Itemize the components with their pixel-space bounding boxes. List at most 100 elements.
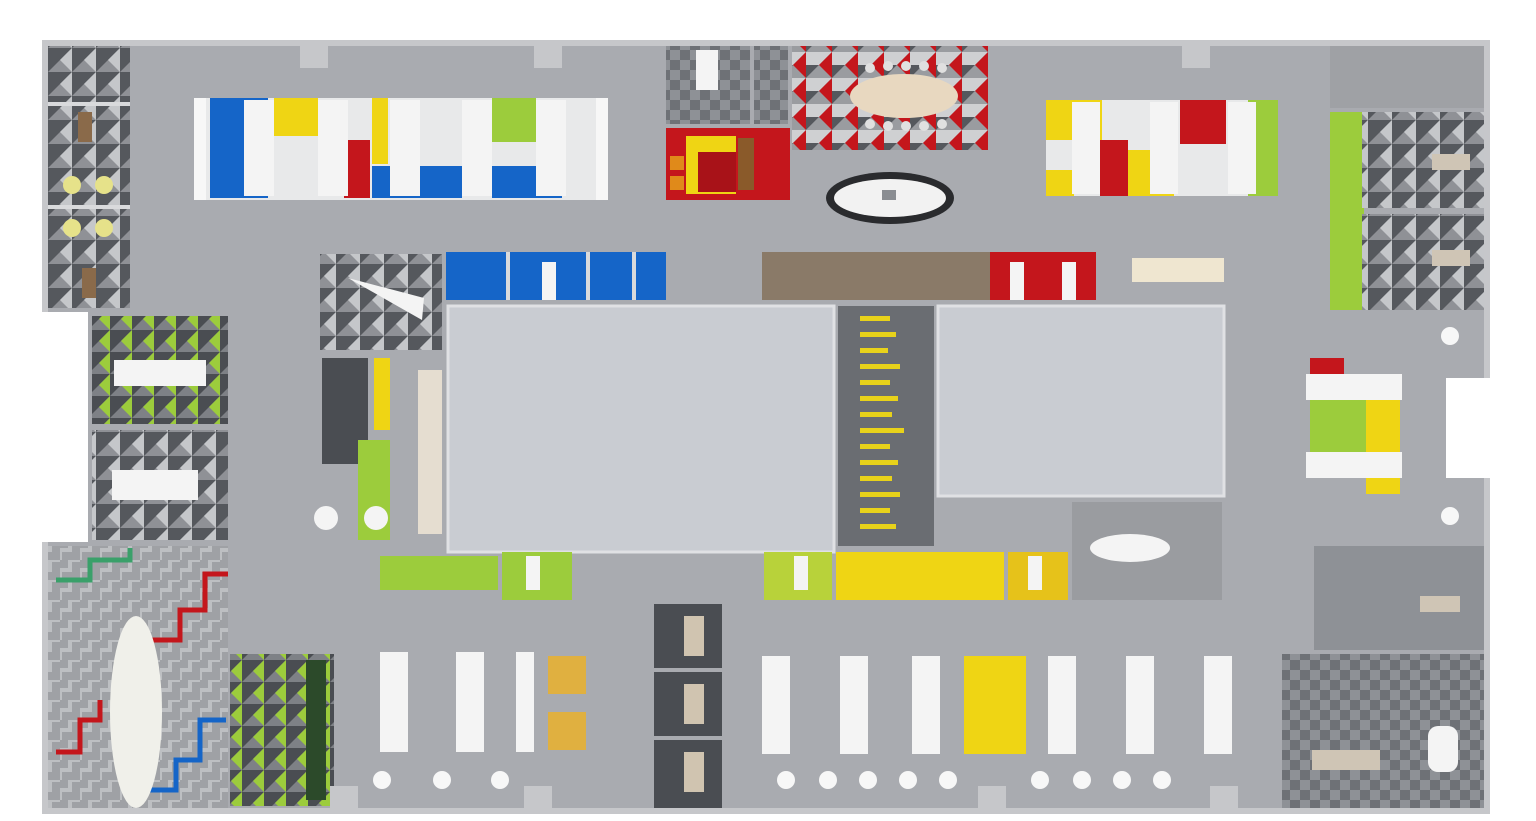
chair-icon <box>901 61 911 71</box>
workstations-bottom-left <box>380 652 586 752</box>
desk <box>1126 656 1154 754</box>
stair-tread <box>860 364 900 369</box>
desk <box>1432 250 1470 266</box>
desk <box>1228 102 1256 194</box>
ceiling-lights <box>373 327 1459 789</box>
desk <box>1150 102 1178 194</box>
workstations-right <box>1306 358 1402 494</box>
office-divider <box>48 102 130 106</box>
offices-top-right <box>1330 46 1484 310</box>
ceiling-light-icon <box>899 771 917 789</box>
stair-tread <box>860 524 896 529</box>
ceiling-light-icon <box>777 771 795 789</box>
carpet-stripe <box>150 717 226 793</box>
desk <box>78 112 92 142</box>
stair-treads <box>860 316 904 529</box>
chair-icon <box>919 61 929 71</box>
chair-icon <box>865 119 875 129</box>
stair-tread <box>860 428 904 433</box>
desk <box>82 268 96 298</box>
ceiling-light-icon <box>1153 771 1171 789</box>
sofa <box>738 138 754 190</box>
red-zone <box>1100 140 1128 196</box>
desk <box>1028 556 1042 590</box>
stair-tread <box>860 508 890 513</box>
desk <box>244 100 274 196</box>
desk <box>912 656 940 754</box>
workstations-top-right <box>1046 100 1278 196</box>
lounge-bottom-left <box>230 654 334 806</box>
booth-divider <box>632 252 636 300</box>
storage-room <box>1330 46 1484 108</box>
lounge-chair-icon <box>670 176 684 190</box>
column-icon <box>534 46 562 68</box>
yellow-zone <box>274 98 318 136</box>
triangle-table <box>348 278 424 320</box>
desk <box>840 656 868 754</box>
lounge-chair-icon <box>314 506 338 530</box>
column-icon <box>1182 46 1210 68</box>
green-zone <box>1310 400 1368 460</box>
carpet-stripe <box>56 548 133 583</box>
ceiling-light-icon <box>491 771 509 789</box>
atrium-void-left <box>446 304 836 554</box>
desk <box>1204 656 1232 754</box>
chair-icon <box>883 61 893 71</box>
structural-columns <box>300 46 1238 808</box>
stair-tread <box>860 444 890 449</box>
cafe-table <box>548 656 586 694</box>
left-notch <box>0 312 88 542</box>
lounge-rug <box>698 152 736 192</box>
stair-tread <box>860 492 900 497</box>
cafe-carpet <box>320 254 442 350</box>
lounge-chair-icon <box>95 219 113 237</box>
column-icon <box>300 46 328 68</box>
desk <box>462 100 492 196</box>
lounge-chair-icon <box>364 506 388 530</box>
meeting-rooms-left <box>92 316 228 540</box>
desk <box>516 652 534 752</box>
phone-booths-bottom <box>654 604 722 808</box>
ceiling-light-icon <box>859 771 877 789</box>
chair-icon <box>901 121 911 131</box>
red-zone <box>1180 100 1226 144</box>
atrium <box>446 304 1226 554</box>
chair-icon <box>919 121 929 131</box>
desk <box>390 100 420 196</box>
desk <box>1432 154 1470 170</box>
conference-table-icon <box>110 616 162 808</box>
yellow-zone <box>372 98 388 164</box>
executive-offices-top-left <box>48 46 130 308</box>
chair-icon <box>937 63 947 73</box>
red-zone <box>344 140 370 198</box>
chair-icon <box>883 121 893 131</box>
desk <box>318 100 348 196</box>
workstations-bottom-middle <box>762 656 1232 754</box>
column-icon <box>978 786 1006 808</box>
lounge-chair-icon <box>63 219 81 237</box>
red-booth <box>990 252 1096 300</box>
right-notch <box>1446 378 1536 478</box>
desk <box>684 616 704 656</box>
desk <box>536 100 566 196</box>
column-icon <box>524 786 552 808</box>
yellow-booth <box>836 552 1004 600</box>
office-carpet <box>48 46 130 308</box>
offices-bottom-right <box>1282 546 1484 808</box>
desk <box>380 652 408 752</box>
cafe-area <box>314 254 442 540</box>
ceiling-light-icon <box>373 771 391 789</box>
boardroom-top <box>792 46 988 150</box>
yellow-zone <box>1046 170 1074 196</box>
desk <box>684 684 704 724</box>
feature-staircase <box>838 306 934 546</box>
desk <box>794 556 808 590</box>
ceiling-light-icon <box>1113 771 1131 789</box>
booth-row-top <box>446 252 1224 300</box>
conference-table-icon <box>112 470 198 500</box>
chair-icon <box>937 119 947 129</box>
conference-table-icon <box>850 74 958 118</box>
lounge-top-middle <box>666 46 790 200</box>
cafe-table <box>548 712 586 750</box>
